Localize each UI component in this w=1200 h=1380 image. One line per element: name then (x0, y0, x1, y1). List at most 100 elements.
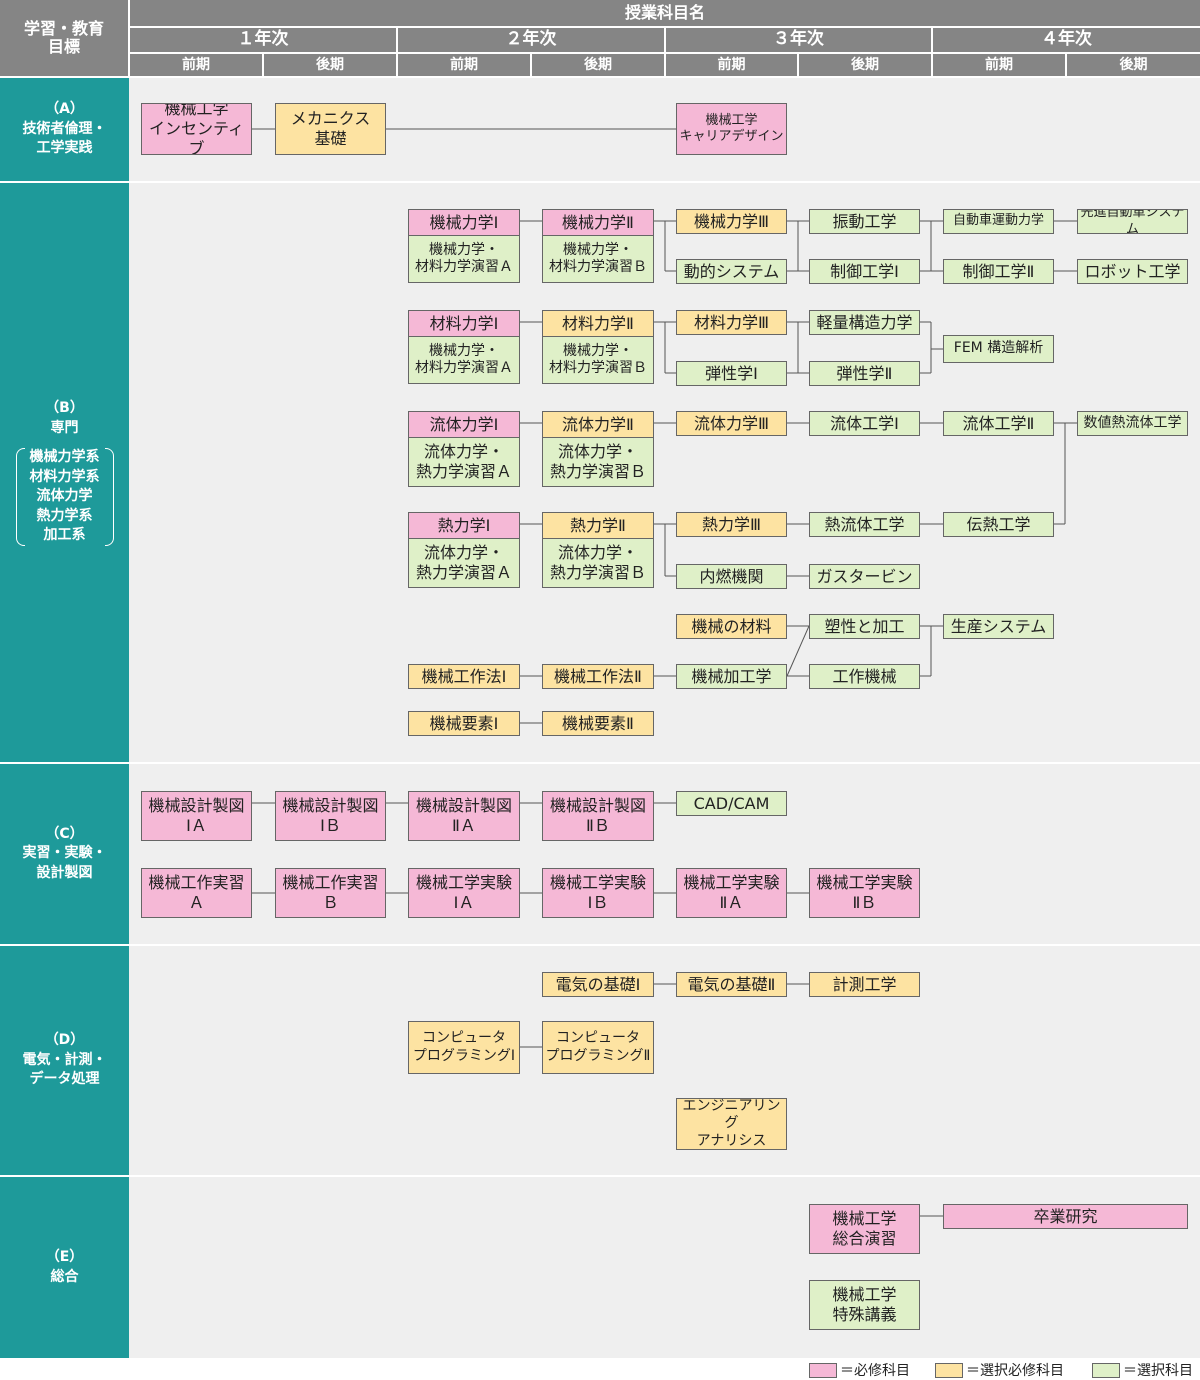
course-thermo-exercise-b: 流体力学・ 熱力学演習Ｂ (542, 538, 654, 588)
course-vibration: 振動工学 (809, 209, 920, 234)
course-fluids-1: 流体力学Ⅰ (408, 411, 520, 437)
course-electrical-basics-2: 電気の基礎Ⅱ (676, 972, 787, 997)
section-a-label: （A） 技術者倫理・ 工学実践 (0, 78, 129, 181)
course-fluids-exercise-a: 流体力学・ 熱力学演習Ａ (408, 437, 520, 487)
course-workshop-a: 機械工作実習 Ａ (141, 868, 252, 918)
course-career-design: 機械工学 キャリアデザイン (676, 103, 787, 155)
subfield: 材料力学系 (29, 468, 100, 485)
course-fluids-2: 流体力学Ⅱ (542, 411, 654, 437)
course-machine-materials: 機械の材料 (676, 614, 787, 639)
legend-swatch (1092, 1362, 1120, 1378)
section-code: （D） (44, 1032, 85, 1049)
course-experiment-1a: 機械工学実験 ⅠＡ (408, 868, 520, 918)
course-machine-elements-1: 機械要素Ⅰ (408, 711, 520, 736)
semester-header: 前期 (666, 54, 797, 76)
course-manufacturing-2: 機械工作法Ⅱ (542, 664, 654, 689)
course-dynamics-exercise-b: 機械力学・ 材料力学演習Ｂ (542, 235, 654, 283)
course-cfd: 数値熱流体工学 (1077, 411, 1188, 436)
course-materials-2: 材料力学Ⅱ (542, 310, 654, 336)
course-manufacturing-1: 機械工作法Ⅰ (408, 664, 520, 689)
course-elasticity-1: 弾性学Ⅰ (676, 361, 787, 386)
subjects-title: 授業科目名 (130, 0, 1200, 26)
course-electrical-basics-1: 電気の基礎Ⅰ (542, 972, 654, 997)
year-2-header: ２年次 (398, 28, 664, 52)
course-thermo-exercise-a: 流体力学・ 熱力学演習Ａ (408, 538, 520, 588)
course-machine-tools: 工作機械 (809, 664, 920, 689)
year-4-header: ４年次 (933, 28, 1200, 52)
course-fluid-engineering-2: 流体工学Ⅱ (943, 411, 1054, 436)
course-materials-3: 材料力学Ⅲ (676, 310, 787, 335)
section-code: （B） (45, 399, 84, 416)
course-materials-exercise-a: 機械力学・ 材料力学演習Ａ (408, 336, 520, 384)
course-control-1: 制御工学Ⅰ (809, 259, 920, 284)
course-experiment-1b: 機械工学実験 ⅠＢ (542, 868, 654, 918)
course-materials-1: 材料力学Ⅰ (408, 310, 520, 336)
year-3-header: ３年次 (666, 28, 931, 52)
section-title: 電気・計測・ データ処理 (22, 1051, 107, 1088)
course-dynamics-2: 機械力学Ⅱ (542, 209, 654, 235)
subfield: 熱力学系 (36, 507, 93, 524)
section-b-subfields: 機械力学系 材料力学系 流体力学 熱力学系 加工系 (15, 448, 114, 547)
section-code: （A） (45, 101, 84, 118)
objectives-header: 学習・教育 目標 (0, 0, 128, 76)
course-machining: 機械加工学 (676, 664, 787, 689)
legend-required: ＝必修科目 (809, 1361, 910, 1379)
course-dynamic-systems: 動的システム (676, 259, 787, 284)
year-1-header: １年次 (130, 28, 396, 52)
course-materials-exercise-b: 機械力学・ 材料力学演習Ｂ (542, 336, 654, 384)
course-vehicle-dynamics: 自動車運動力学 (943, 209, 1054, 234)
course-graduation-thesis: 卒業研究 (943, 1204, 1188, 1229)
course-incentive: 機械工学 インセンティブ (141, 103, 252, 155)
course-dynamics-1: 機械力学Ⅰ (408, 209, 520, 235)
course-heat-transfer: 伝熱工学 (943, 512, 1054, 537)
section-code: （E） (45, 1248, 84, 1265)
course-experiment-2a: 機械工学実験 ⅡＡ (676, 868, 787, 918)
course-gas-turbine: ガスタービン (809, 564, 920, 589)
course-engineering-analysis: エンジニアリング アナリシス (676, 1098, 787, 1150)
semester-header: 後期 (264, 54, 396, 76)
course-fluids-exercise-b: 流体力学・ 熱力学演習Ｂ (542, 437, 654, 487)
legend-label: ＝選択科目 (1123, 1363, 1193, 1379)
legend-label: ＝必修科目 (840, 1363, 910, 1379)
section-title: 専門 (50, 419, 79, 436)
course-internal-combustion: 内燃機関 (676, 564, 787, 589)
course-special-lecture: 機械工学 特殊講義 (809, 1280, 920, 1330)
course-production-systems: 生産システム (943, 614, 1054, 639)
course-robotics: ロボット工学 (1077, 259, 1188, 284)
course-programming-1: コンピュータ プログラミングⅠ (408, 1021, 520, 1074)
course-plasticity: 塑性と加工 (809, 614, 920, 639)
course-thermo-1: 熱力学Ⅰ (408, 512, 520, 538)
course-workshop-b: 機械工作実習 Ｂ (275, 868, 386, 918)
semester-header: 後期 (1067, 54, 1200, 76)
course-advanced-vehicle: 先進自動車システム (1077, 209, 1188, 234)
connector-line (786, 625, 810, 677)
section-title: 実習・実験・ 設計製図 (22, 845, 107, 881)
course-machine-elements-2: 機械要素Ⅱ (542, 711, 654, 736)
course-drawing-1a: 機械設計製図 ⅠＡ (141, 791, 252, 841)
section-e-label: （E） 総合 (0, 1177, 129, 1358)
course-fem: FEM 構造解析 (943, 335, 1054, 363)
semester-header: 後期 (532, 54, 664, 76)
legend-swatch (809, 1362, 837, 1378)
course-comprehensive-exercise: 機械工学 総合演習 (809, 1204, 920, 1254)
semester-header: 前期 (933, 54, 1065, 76)
subfield: 機械力学系 (29, 449, 100, 466)
course-fluids-3: 流体力学Ⅲ (676, 411, 787, 436)
course-programming-2: コンピュータ プログラミングⅡ (542, 1021, 654, 1074)
course-dynamics-exercise-a: 機械力学・ 材料力学演習Ａ (408, 235, 520, 283)
course-control-2: 制御工学Ⅱ (943, 259, 1054, 284)
course-lightweight-structures: 軽量構造力学 (809, 310, 920, 335)
course-thermo-2: 熱力学Ⅱ (542, 512, 654, 538)
subfield: 流体力学 (36, 488, 93, 505)
section-title: 技術者倫理・ 工学実践 (22, 120, 107, 157)
section-d-label: （D） 電気・計測・ データ処理 (0, 946, 129, 1175)
course-mechanics-basics: メカニクス 基礎 (275, 103, 386, 155)
course-elasticity-2: 弾性学Ⅱ (809, 361, 920, 386)
section-b-label: （B） 専門 機械力学系 材料力学系 流体力学 熱力学系 加工系 (0, 183, 129, 762)
legend-elective: ＝選択科目 (1092, 1361, 1193, 1379)
semester-header: 後期 (799, 54, 931, 76)
course-drawing-2a: 機械設計製図 ⅡＡ (408, 791, 520, 841)
course-measurement: 計測工学 (809, 972, 920, 997)
